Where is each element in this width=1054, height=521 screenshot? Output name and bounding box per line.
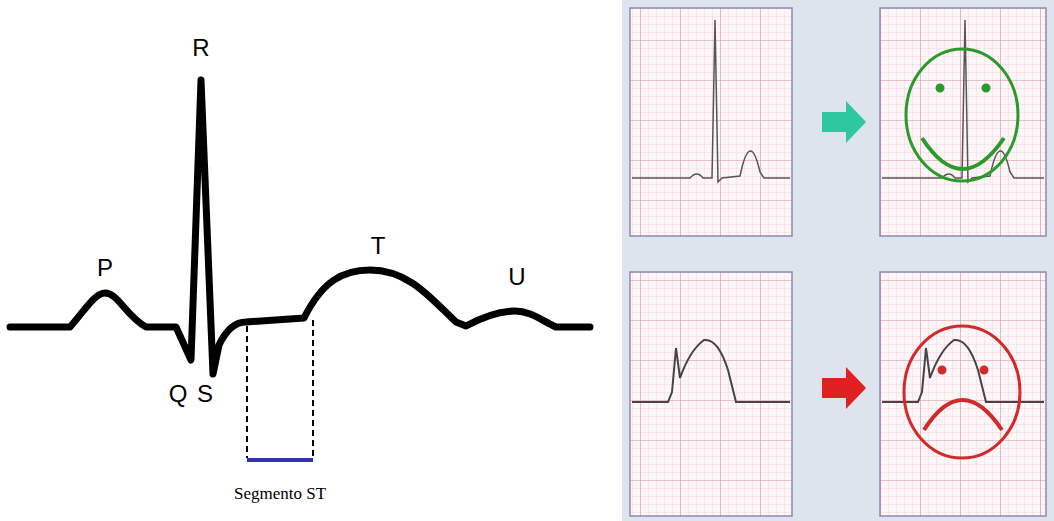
wave-label: S: [197, 382, 213, 406]
dashed-marker: [246, 326, 248, 458]
ecg-paper: [630, 8, 1046, 516]
segment-label: Segmento ST: [234, 485, 326, 502]
ecg-waveform: [10, 80, 590, 374]
green-arrow: [822, 101, 866, 143]
wave-label: T: [371, 234, 386, 258]
st-elevation-trace: [632, 340, 790, 402]
st-bar: [247, 458, 313, 462]
red-arrow: [822, 367, 866, 409]
peak-label: R: [192, 36, 209, 60]
happy-face: [906, 49, 1018, 181]
wave-label: U: [508, 265, 525, 289]
dashed-marker: [312, 320, 314, 458]
panel-ground: [622, 0, 1054, 521]
normal-trace: [882, 20, 1044, 182]
sad-face: [904, 326, 1020, 458]
wave-label: P: [97, 256, 113, 280]
wave-label: Q: [169, 382, 188, 406]
normal-trace: [632, 20, 790, 182]
